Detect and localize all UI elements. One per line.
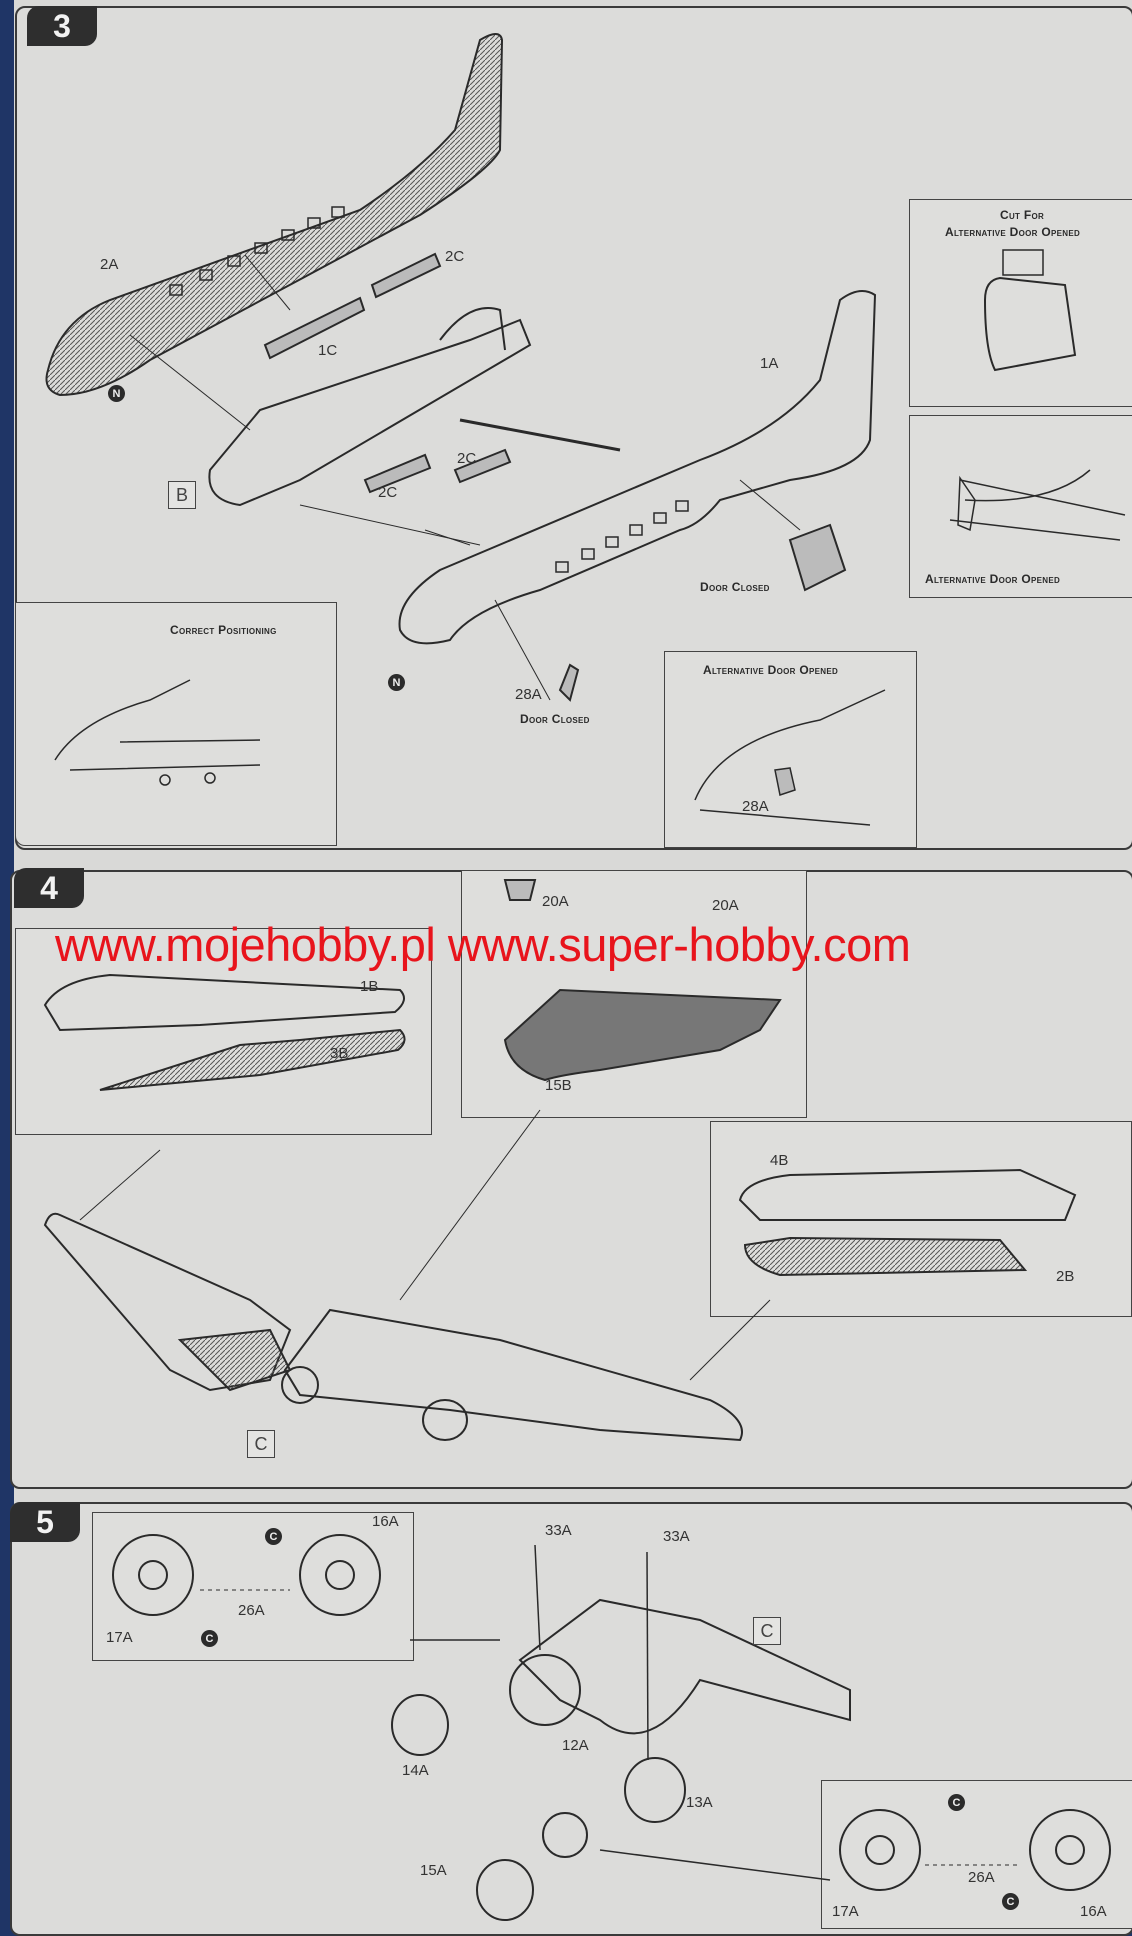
door-closed-part bbox=[788, 523, 847, 592]
caption-correct-positioning: Correct Positioning bbox=[170, 623, 277, 637]
correct-positioning-inset bbox=[15, 602, 337, 846]
marker-b: B bbox=[168, 481, 196, 509]
engine-16a-top bbox=[299, 1534, 381, 1616]
caption-door-closed: Door Closed bbox=[700, 580, 770, 594]
part-label-1c: 1C bbox=[318, 342, 338, 359]
part-label-14a: 14A bbox=[402, 1762, 429, 1779]
part-label-16a: 16A bbox=[372, 1513, 399, 1530]
window-strip-1c bbox=[263, 296, 366, 360]
center-wing-assembly bbox=[283, 1308, 743, 1442]
marker-n: N bbox=[388, 674, 405, 691]
wing-lower-2b bbox=[743, 1236, 1028, 1277]
part-label-20a: 20A bbox=[542, 893, 569, 910]
fuselage-half-2a bbox=[45, 33, 504, 397]
part-label-2c: 2C bbox=[457, 450, 477, 467]
wing-upper-4b bbox=[738, 1168, 1077, 1221]
part-label-4b: 4B bbox=[770, 1152, 789, 1169]
marker-c: C bbox=[265, 1528, 282, 1545]
part-label-2c: 2C bbox=[378, 484, 398, 501]
part-label-1a: 1A bbox=[760, 355, 779, 372]
part-label-17a: 17A bbox=[832, 1903, 859, 1920]
part-label-13a: 13A bbox=[686, 1794, 713, 1811]
part-label-33a: 33A bbox=[545, 1522, 572, 1539]
marker-c: C bbox=[247, 1430, 275, 1458]
caption-cut-for: Cut For bbox=[1000, 208, 1045, 222]
left-wing-inset bbox=[15, 928, 432, 1135]
engine-17a-bottom bbox=[839, 1809, 921, 1891]
engine-16a-bottom bbox=[1029, 1809, 1111, 1891]
alt-door-front-inset bbox=[664, 651, 917, 848]
part-label-17a: 17A bbox=[106, 1629, 133, 1646]
fuselage-1a bbox=[398, 290, 877, 645]
part-label-1b: 1B bbox=[360, 978, 379, 995]
engine-17a-top bbox=[112, 1534, 194, 1616]
part-label-15b: 15B bbox=[545, 1077, 572, 1094]
caption-cut-for-alt-door: Alternative Door Opened bbox=[945, 225, 1081, 239]
marker-n: N bbox=[108, 385, 125, 402]
part-label-28a: 28A bbox=[515, 686, 542, 703]
part-label-26a: 26A bbox=[238, 1602, 265, 1619]
step-4-badge: 4 bbox=[14, 868, 84, 908]
part-label-20a: 20A bbox=[712, 897, 739, 914]
part-label-2b: 2B bbox=[1056, 1268, 1075, 1285]
part-label-28a: 28A bbox=[742, 798, 769, 815]
part-label-12a: 12A bbox=[562, 1737, 589, 1754]
center-section-15b bbox=[503, 988, 782, 1082]
part-label-26a: 26A bbox=[968, 1869, 995, 1886]
engine-assembly-inset-bottom bbox=[821, 1780, 1132, 1929]
step-5-badge: 5 bbox=[10, 1502, 80, 1542]
nacelle-wing bbox=[518, 1598, 851, 1735]
part-label-33a: 33A bbox=[663, 1528, 690, 1545]
cut-for-door-inset bbox=[909, 199, 1132, 407]
watermark-text: www.mojehobby.pl www.super-hobby.com bbox=[55, 918, 911, 971]
caption-alternative-door-opened: Alternative Door Opened bbox=[703, 663, 839, 677]
part-label-3b: 3B bbox=[330, 1045, 349, 1062]
alt-door-rear-inset bbox=[909, 415, 1132, 598]
cockpit-floor bbox=[208, 318, 532, 507]
part-label-15a: 15A bbox=[420, 1862, 447, 1879]
window-strip-2c bbox=[370, 252, 442, 299]
marker-c: C bbox=[753, 1617, 781, 1645]
marker-c: C bbox=[948, 1794, 965, 1811]
wing-upper-1b bbox=[43, 973, 405, 1032]
part-label-2c: 2C bbox=[445, 248, 465, 265]
marker-c: C bbox=[201, 1630, 218, 1647]
part-label-2a: 2A bbox=[100, 256, 119, 273]
caption-door-closed: Door Closed bbox=[520, 712, 590, 726]
marker-c: C bbox=[1002, 1893, 1019, 1910]
wing-lower-3b bbox=[99, 1028, 406, 1091]
part-label-16a: 16A bbox=[1080, 1903, 1107, 1920]
step-3-badge: 3 bbox=[27, 6, 97, 46]
caption-alternative-door-opened: Alternative Door Opened bbox=[925, 572, 1061, 586]
